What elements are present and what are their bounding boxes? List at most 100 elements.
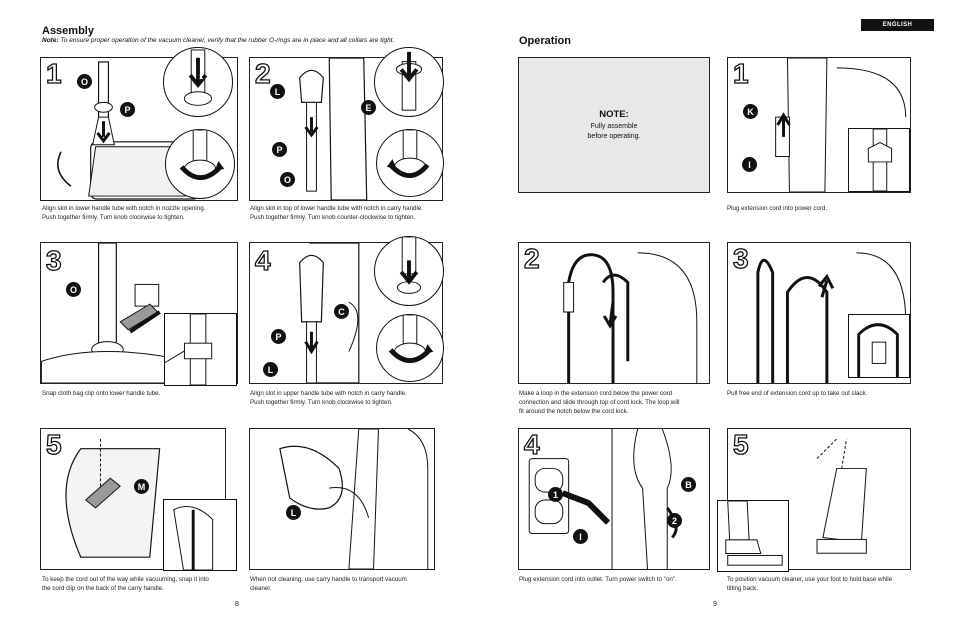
operation-step-3-inset <box>848 314 910 378</box>
caption-line: Snap cloth bag clip onto lower handle tu… <box>42 390 161 397</box>
operation-step-2-panel: 2 <box>518 242 710 384</box>
page-number-left: 8 <box>235 601 239 608</box>
caption-line: Make a loop in the extension cord below … <box>519 390 673 397</box>
callout-l: L <box>263 362 278 377</box>
callout-one: 1 <box>548 487 563 502</box>
assembly-step-4-inset-top <box>374 236 444 306</box>
inset-plug-illustration <box>867 129 893 191</box>
callout-p: P <box>271 329 286 344</box>
operation-note-line: before operating. <box>587 132 641 140</box>
callout-p: P <box>120 102 135 117</box>
assembly-step-5-illustration <box>65 438 161 558</box>
callout-o: O <box>77 74 92 89</box>
assembly-step-3-inset <box>164 313 237 386</box>
assembly-step-1-caption: Align slot in lower handle tube with not… <box>42 205 205 223</box>
callout-b: B <box>681 477 696 492</box>
assembly-step-5-number: 5 <box>45 429 62 460</box>
assembly-step-5-inset <box>163 499 237 571</box>
callout-two: 2 <box>667 513 682 528</box>
callout-l: L <box>270 84 285 99</box>
caption-line: Align slot in lower handle tube with not… <box>42 205 206 212</box>
operation-step-2-number: 2 <box>523 243 540 274</box>
assembly-step-4-caption: Align slot in upper handle tube with not… <box>250 390 407 408</box>
operation-step-2-caption: Make a loop in the extension cord below … <box>519 390 680 416</box>
assembly-step-4-number: 4 <box>254 245 271 276</box>
caption-line: connection and slide through top of cord… <box>519 398 680 406</box>
callout-e: E <box>361 100 376 115</box>
operation-step-5-illustration <box>816 438 867 554</box>
assembly-step-4-illustration <box>299 243 360 383</box>
operation-note-title: NOTE: <box>599 108 629 120</box>
inset-push-illustration <box>396 237 422 294</box>
caption-line: To keep the cord out of the way while va… <box>42 576 209 583</box>
caption-line: cleaner. <box>250 584 272 592</box>
callout-m: M <box>134 479 149 494</box>
operation-step-3-number: 3 <box>732 243 749 274</box>
language-badge: ENGLISH <box>861 19 934 31</box>
caption-line: Push together firmly. Turn knob clockwis… <box>42 213 185 221</box>
callout-o: O <box>280 172 295 187</box>
operation-step-4-illustration <box>528 429 678 569</box>
assembly-note: Note: To ensure proper operation of the … <box>42 37 394 44</box>
inset-clip-illustration <box>165 314 213 385</box>
inset-push-illustration <box>395 51 423 111</box>
assembly-carry-illustration <box>279 429 429 569</box>
operation-step-1-illustration <box>775 58 907 192</box>
operation-step-3-caption: Pull free end of extension cord up to ta… <box>727 390 867 399</box>
operation-step-5-inset <box>717 500 789 572</box>
operation-step-1-inset <box>848 128 910 192</box>
operation-step-3-illustration <box>756 252 907 383</box>
assembly-step-2-inset-top <box>374 47 444 117</box>
operation-step-4-number: 4 <box>523 429 540 460</box>
caption-line: Align slot in top of lower handle tube w… <box>250 205 424 212</box>
inset-twist-illustration <box>388 315 434 364</box>
assembly-step-2-number: 2 <box>254 58 271 89</box>
assembly-step-3-caption: Snap cloth bag clip onto lower handle tu… <box>42 390 160 399</box>
operation-step-4-caption: Plug extension cord into outlet. Turn po… <box>519 576 677 585</box>
inset-twist-illustration <box>386 130 430 179</box>
callout-o: O <box>66 282 81 297</box>
operation-note-body: Fully assemble before operating. <box>588 122 641 142</box>
assembly-step-5-caption: To keep the cord out of the way while va… <box>42 576 209 594</box>
caption-line: tilting back. <box>727 584 758 592</box>
inset-push-illustration: 1 <box>183 49 213 106</box>
inset-twist-illustration <box>179 130 225 181</box>
assembly-step-3-illustration <box>41 243 200 383</box>
assembly-note-label: Note: <box>42 37 59 44</box>
inset-foot-illustration <box>725 501 783 566</box>
assembly-step-2-illustration <box>299 58 368 200</box>
assembly-step-1-number: 1 <box>45 58 62 89</box>
assembly-step-4-inset-bottom <box>376 314 444 382</box>
assembly-step-6-panel: L <box>249 428 435 570</box>
operation-step-5-number: 5 <box>732 429 749 460</box>
assembly-step-1-inset-bottom <box>165 129 235 199</box>
inset-cord-clip-illustration <box>173 506 214 570</box>
callout-k: K <box>743 104 758 119</box>
caption-line: When not cleaning, use carry handle to t… <box>250 576 407 583</box>
callout-i: I <box>742 157 757 172</box>
operation-step-5-caption: To position vacuum cleaner, use your foo… <box>727 576 892 594</box>
caption-line: Pull free end of extension cord up to ta… <box>727 390 868 397</box>
operation-note-line: Fully assemble <box>590 122 638 130</box>
caption-line: To position vacuum cleaner, use your foo… <box>727 576 893 583</box>
caption-line: Push together firmly. Turn knob clockwis… <box>250 398 393 406</box>
operation-step-2-illustration <box>563 252 698 383</box>
assembly-step-6-caption: When not cleaning, use carry handle to t… <box>250 576 407 594</box>
assembly-step-2-inset-bottom <box>376 129 444 197</box>
assembly-title: Assembly <box>42 25 94 37</box>
assembly-note-text: To ensure proper operation of the vacuum… <box>60 37 395 44</box>
assembly-step-2-caption: Align slot in top of lower handle tube w… <box>250 205 423 223</box>
caption-line: Plug extension cord into outlet. Turn po… <box>519 576 677 583</box>
page-number-right: 9 <box>713 601 717 608</box>
assembly-step-1-inset-top: 1 <box>163 47 233 117</box>
caption-line: the cord clip on the back of the carry h… <box>42 584 164 592</box>
inset-cord-lock-illustration <box>857 323 899 377</box>
caption-line: Push together firmly. Turn knob counter-… <box>250 213 416 221</box>
inset-arrow-label: 1 <box>199 72 204 81</box>
callout-c: C <box>334 304 349 319</box>
callout-i: I <box>573 529 588 544</box>
operation-step-1-caption: Plug extension cord into power cord. <box>727 205 827 214</box>
caption-line: fit around the notch below the cord lock… <box>519 407 629 415</box>
operation-note-box: NOTE: Fully assemble before operating. <box>518 57 710 193</box>
operation-step-1-number: 1 <box>732 58 749 89</box>
